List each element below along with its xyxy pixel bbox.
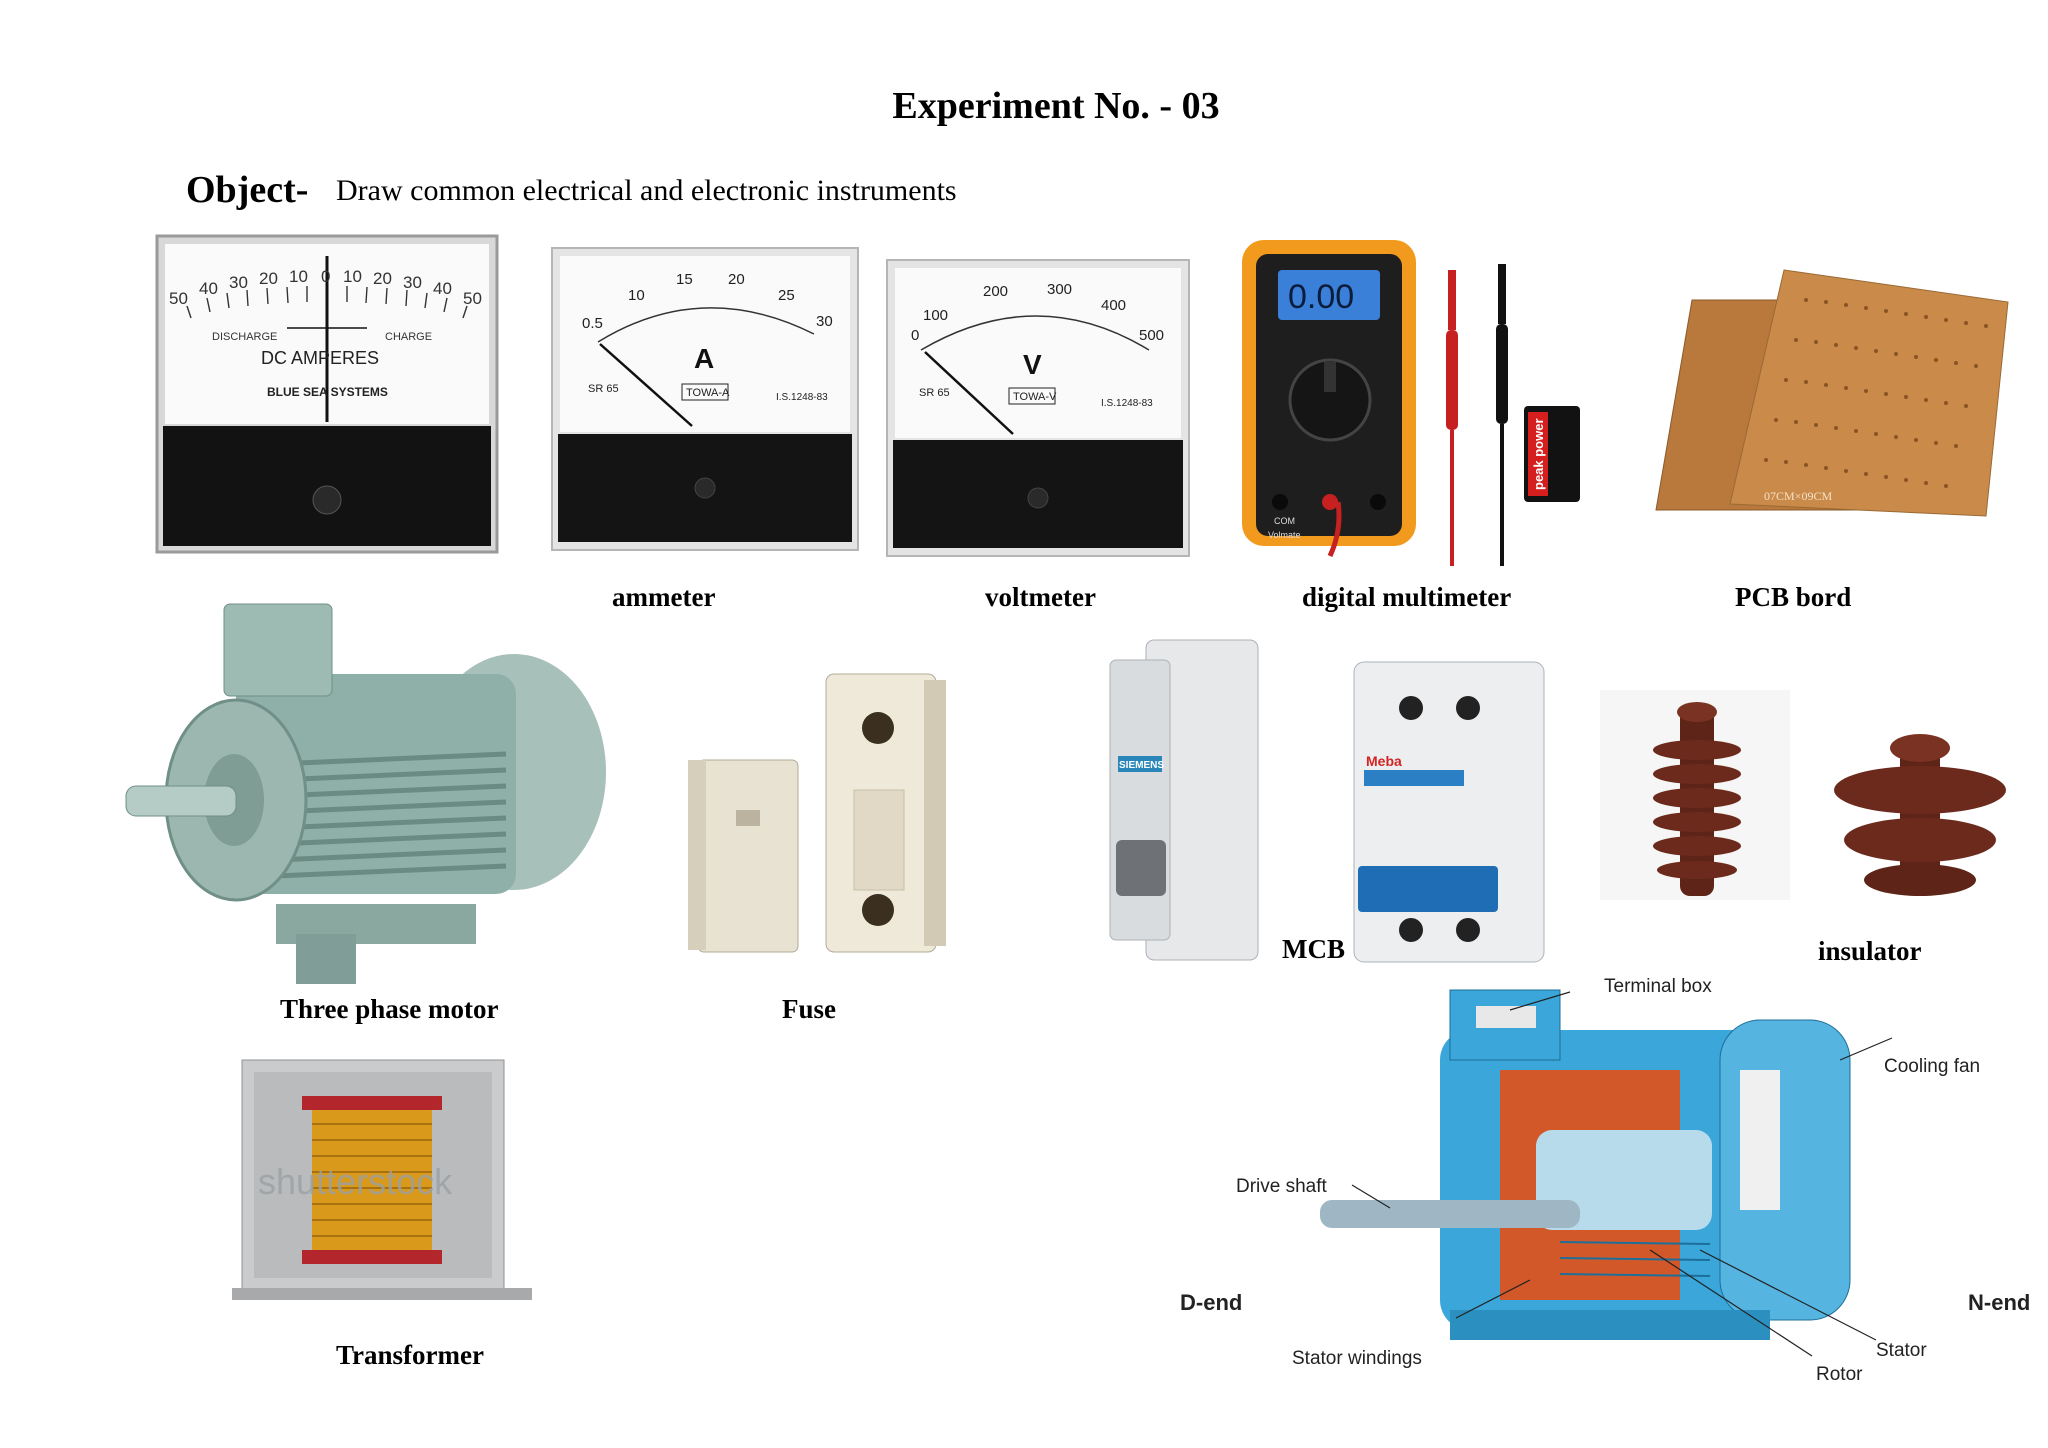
svg-text:40: 40 <box>433 279 452 298</box>
dc-scale-left: 50 <box>169 289 188 308</box>
ammeter-unit: A <box>694 343 714 374</box>
caption-pcb-bord: PCB bord <box>1735 582 1852 612</box>
svg-text:15: 15 <box>676 271 693 288</box>
battery-label: peak power <box>1531 418 1546 490</box>
caption-voltmeter: voltmeter <box>985 582 1096 612</box>
svg-text:I.S.1248-83: I.S.1248-83 <box>1101 398 1153 409</box>
object-text: Draw common electrical and electronic in… <box>336 174 957 207</box>
svg-text:0: 0 <box>911 327 919 344</box>
svg-text:Volmate: Volmate <box>1268 530 1301 540</box>
ammeter-image: 0.5 10 15 20 25 30 A SR 65 TOWA-A I.S.12… <box>551 247 859 551</box>
dc-scale-right: 10 <box>343 267 362 286</box>
mcb-brand: Meba <box>1366 753 1402 769</box>
label-cooling-fan: Cooling fan <box>1884 1056 1981 1077</box>
svg-text:10: 10 <box>628 287 645 304</box>
voltmeter-unit: V <box>1023 349 1042 380</box>
svg-text:30: 30 <box>229 273 248 292</box>
svg-text:20: 20 <box>728 271 745 288</box>
svg-text:25: 25 <box>778 287 795 304</box>
caption-transformer: Transformer <box>336 1340 484 1370</box>
svg-text:20: 20 <box>373 269 392 288</box>
page-title: Experiment No. - 03 <box>892 85 1220 127</box>
caption-insulator: insulator <box>1818 936 1922 966</box>
svg-text:SR 65: SR 65 <box>588 383 619 395</box>
caption-mcb: MCB <box>1282 934 1345 964</box>
svg-text:COM: COM <box>1274 516 1295 526</box>
svg-text:400: 400 <box>1101 297 1126 314</box>
watermark: shutterstock <box>258 1161 453 1202</box>
caption-fuse: Fuse <box>782 994 836 1024</box>
multimeter-display: 0.00 <box>1288 278 1354 316</box>
svg-text:30: 30 <box>403 273 422 292</box>
label-stator-windings: Stator windings <box>1292 1348 1422 1369</box>
label-n-end: N-end <box>1968 1290 2031 1315</box>
svg-text:0.5: 0.5 <box>582 315 603 332</box>
svg-text:500: 500 <box>1139 327 1164 344</box>
label-stator: Stator <box>1876 1340 1927 1361</box>
object-label: Object- <box>186 169 309 211</box>
svg-text:DC AMPERES: DC AMPERES <box>261 348 379 368</box>
label-terminal-box: Terminal box <box>1604 976 1712 997</box>
caption-three-phase-motor: Three phase motor <box>280 994 499 1024</box>
label-drive-shaft: Drive shaft <box>1236 1176 1327 1197</box>
svg-text:50: 50 <box>463 289 482 308</box>
pcb-board-image: 07CM×09CM <box>1655 269 2009 517</box>
svg-text:40: 40 <box>199 279 218 298</box>
fuse-image <box>688 673 946 953</box>
label-d-end: D-end <box>1180 1290 1243 1315</box>
svg-text:I.S.1248-83: I.S.1248-83 <box>776 392 828 403</box>
multimeter-image: 0.00 COM Volmate peak power <box>1242 240 1580 566</box>
svg-text:TOWA-V: TOWA-V <box>1013 391 1057 403</box>
three-phase-motor-image <box>125 603 606 984</box>
svg-text:200: 200 <box>983 283 1008 300</box>
svg-text:30: 30 <box>816 313 833 330</box>
svg-text:100: 100 <box>923 307 948 324</box>
transformer-image: shutterstock <box>232 1059 532 1300</box>
mcb-image: SIEMENS Meba <box>1109 639 1545 963</box>
svg-text:TOWA-A: TOWA-A <box>686 387 730 399</box>
svg-text:10: 10 <box>289 267 308 286</box>
insulator-image <box>1600 690 2006 900</box>
voltmeter-image: 0 100 200 300 400 500 V SR 65 TOWA-V I.S… <box>886 259 1190 557</box>
svg-text:DISCHARGE: DISCHARGE <box>212 331 277 343</box>
svg-text:BLUE SEA SYSTEMS: BLUE SEA SYSTEMS <box>267 385 388 399</box>
pcb-size-label: 07CM×09CM <box>1764 489 1832 503</box>
motor-cutaway-diagram <box>1320 989 1893 1357</box>
svg-text:20: 20 <box>259 269 278 288</box>
dc-ammeter-image: 50 40 30 20 10 0 10 20 30 40 50 DISCHARG… <box>155 234 499 554</box>
svg-text:300: 300 <box>1047 281 1072 298</box>
svg-text:0: 0 <box>321 267 330 286</box>
svg-text:SR 65: SR 65 <box>919 387 950 399</box>
caption-digital-multimeter: digital multimeter <box>1302 582 1512 612</box>
svg-text:SIEMENS: SIEMENS <box>1119 760 1164 771</box>
label-rotor: Rotor <box>1816 1364 1863 1385</box>
svg-text:CHARGE: CHARGE <box>385 331 432 343</box>
caption-ammeter: ammeter <box>612 582 716 612</box>
